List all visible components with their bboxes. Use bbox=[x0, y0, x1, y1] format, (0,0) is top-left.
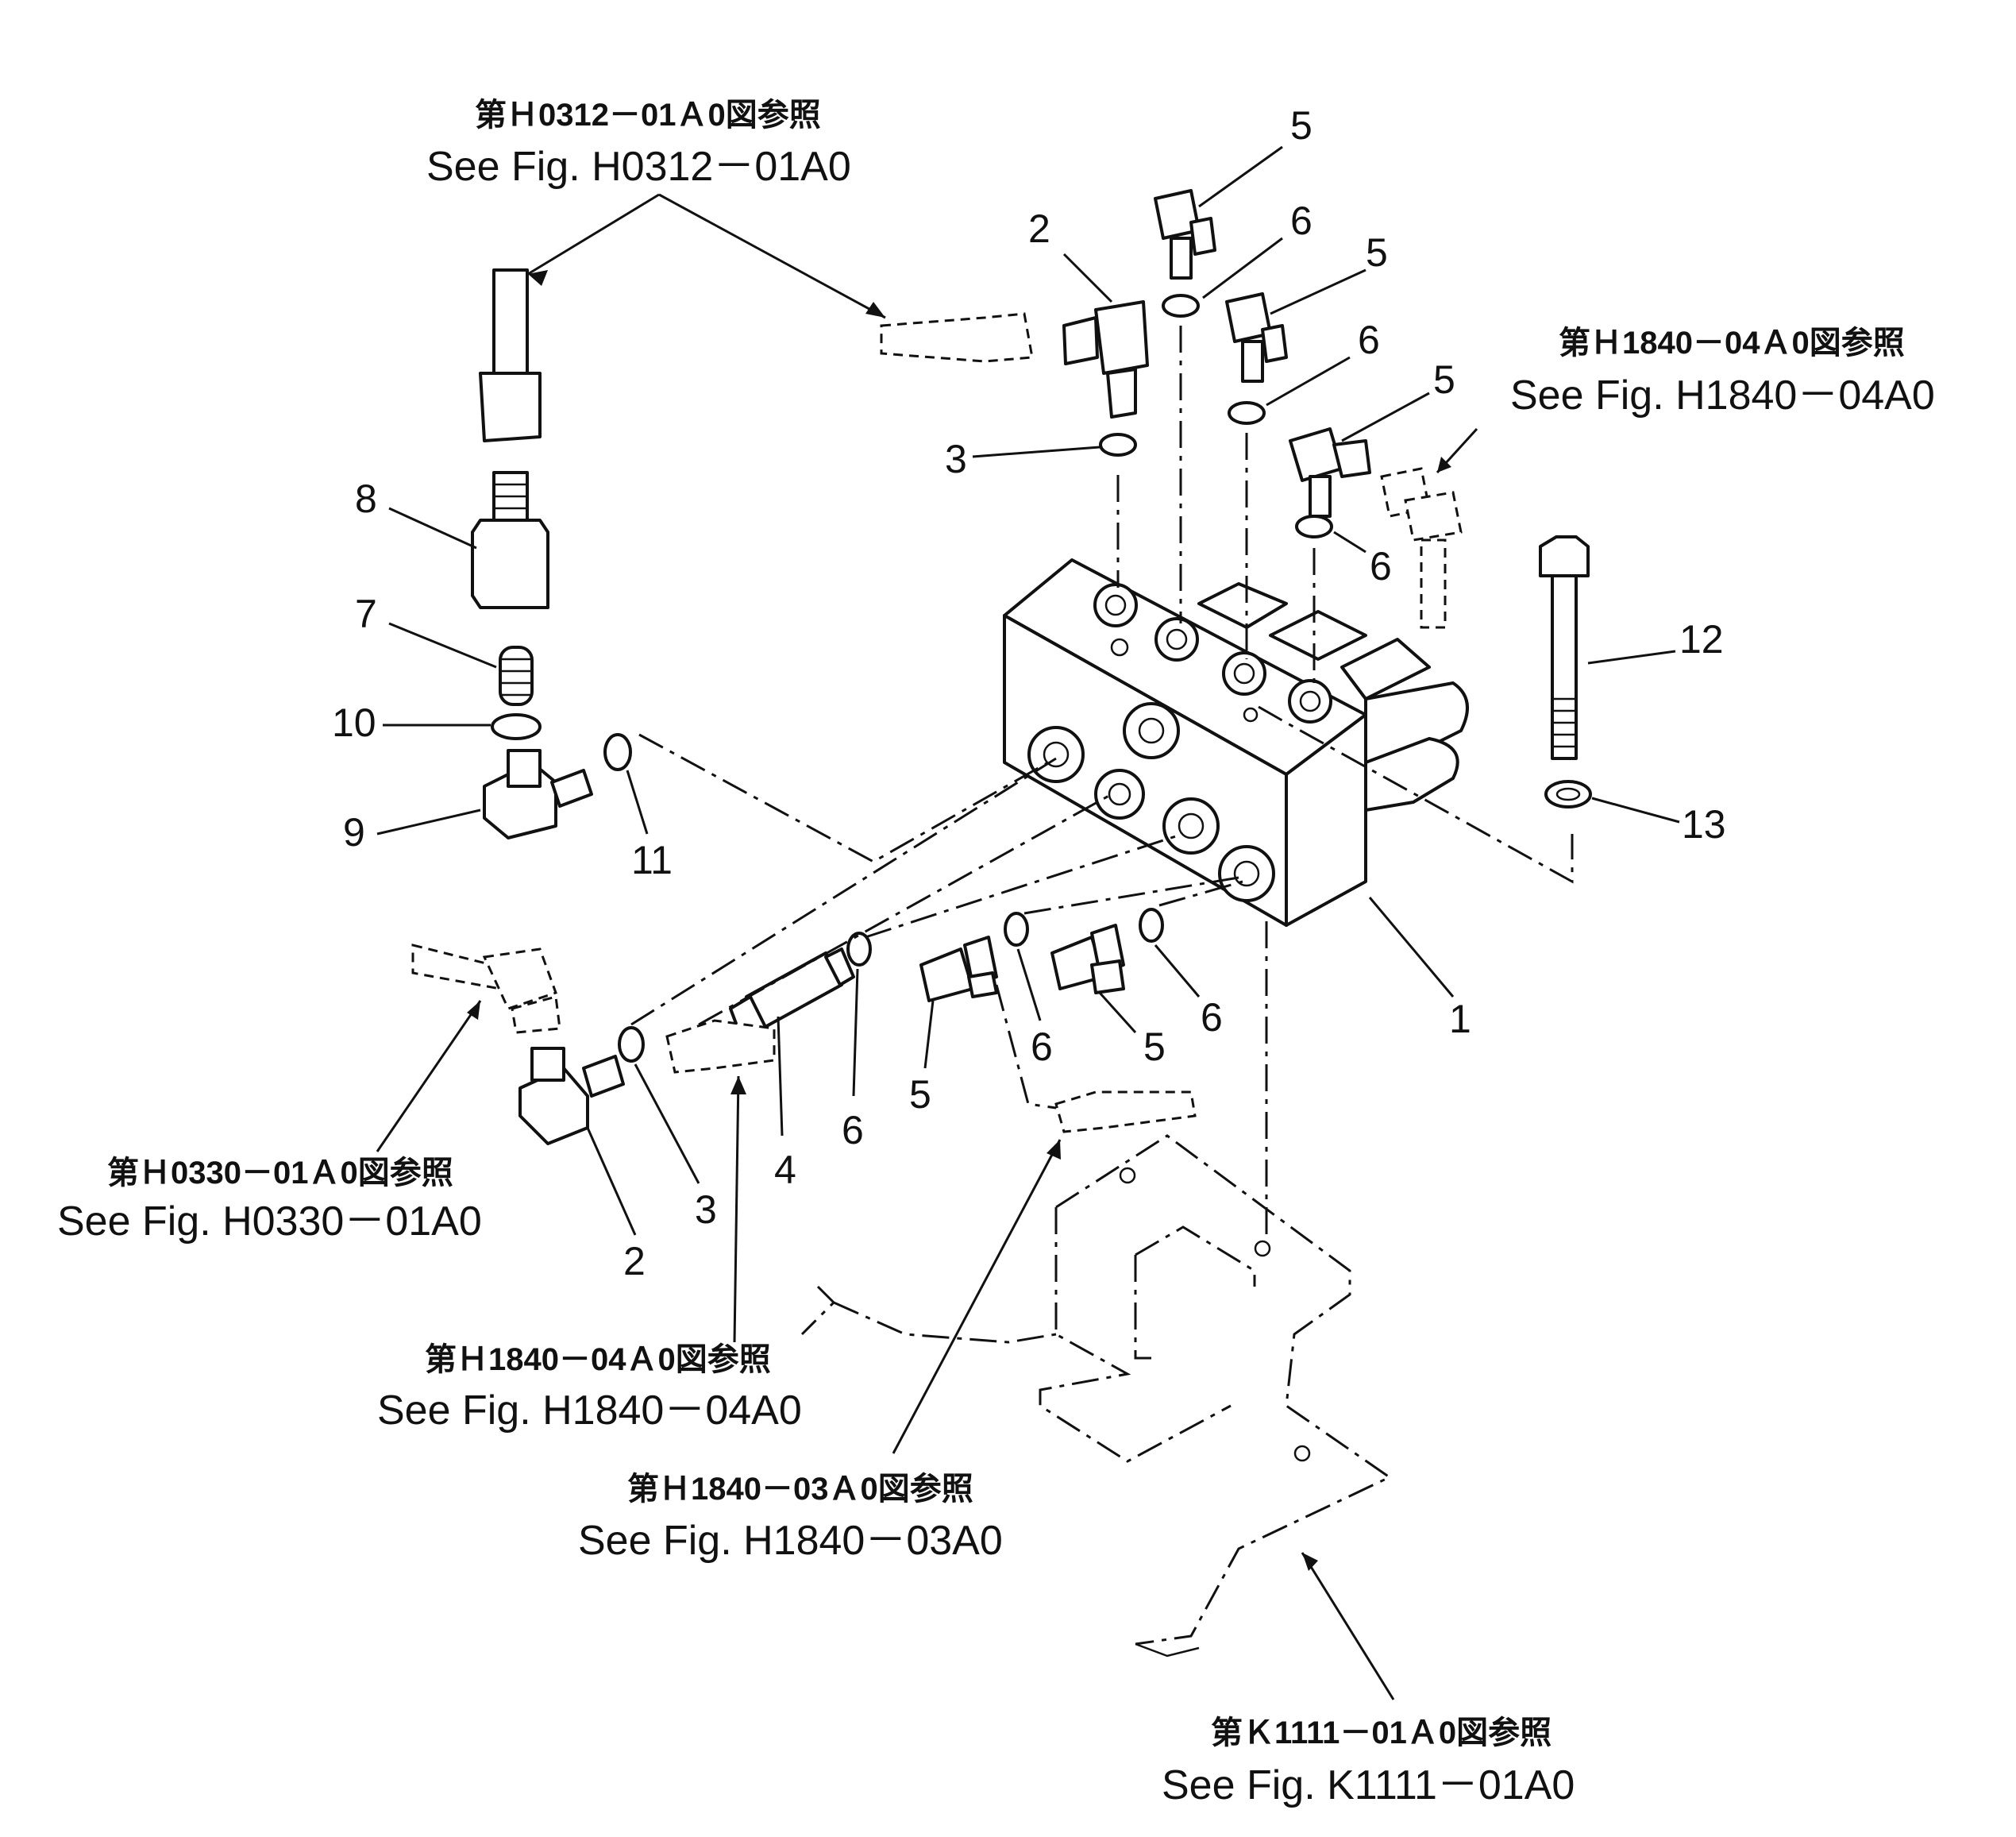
o-ring-6-e bbox=[1004, 912, 1029, 947]
hose-top-middle bbox=[880, 312, 1034, 363]
callout-12: 12 bbox=[1679, 617, 1724, 662]
callout-9: 9 bbox=[343, 810, 365, 855]
ref-h1840-04-lower-ja: 第Ｈ1840－04Ａ0図参照 bbox=[425, 1342, 771, 1377]
callout-13: 13 bbox=[1682, 802, 1726, 847]
elbow-5-c bbox=[1289, 427, 1371, 518]
callout-10: 10 bbox=[332, 700, 376, 745]
callout-7: 7 bbox=[355, 592, 377, 636]
mounting-bracket bbox=[800, 1134, 1392, 1658]
callout-6: 6 bbox=[1201, 995, 1223, 1040]
ref-h1840-03-ja: 第Ｈ1840－03Ａ0図参照 bbox=[627, 1472, 973, 1507]
callout-6: 6 bbox=[1031, 1025, 1053, 1069]
arrow-head bbox=[528, 270, 548, 286]
callout-4: 4 bbox=[774, 1148, 796, 1192]
o-ring-6-f bbox=[1139, 908, 1164, 943]
ref-h1840-04-lower-en: See Fig. H1840－04A0 bbox=[377, 1387, 802, 1434]
elbow-5-b bbox=[1225, 292, 1288, 383]
callout-5: 5 bbox=[1433, 357, 1455, 402]
o-ring-6-a bbox=[1162, 294, 1200, 318]
elbow-9 bbox=[483, 749, 593, 839]
ref-h0312-en: See Fig. H0312－01A0 bbox=[426, 144, 851, 190]
callout-1: 1 bbox=[1449, 997, 1471, 1041]
callout-2: 2 bbox=[1028, 206, 1050, 251]
callout-5: 5 bbox=[1290, 103, 1313, 148]
arrow-head bbox=[730, 1076, 746, 1094]
fitting-8 bbox=[471, 471, 549, 609]
callout-3: 3 bbox=[945, 437, 967, 481]
washer-13 bbox=[1544, 780, 1592, 809]
arrow-head bbox=[467, 1001, 480, 1020]
o-ring-11 bbox=[603, 733, 632, 771]
ref-h0312-ja: 第Ｈ0312－01Ａ0図参照 bbox=[475, 98, 821, 133]
adapter-2-top bbox=[1062, 300, 1149, 419]
callout-8: 8 bbox=[355, 477, 377, 521]
elbow-5-d bbox=[919, 936, 998, 1002]
ref-h1840-04-top-ja: 第Ｈ1840－04Ａ0図参照 bbox=[1559, 326, 1905, 361]
callout-3: 3 bbox=[695, 1187, 717, 1232]
ref-k1111-ja: 第Ｋ1111－01Ａ0図参照 bbox=[1211, 1715, 1552, 1750]
o-ring-3-lower bbox=[618, 1026, 645, 1063]
reference-labels: 第Ｈ0312－01Ａ0図参照 See Fig. H0312－01A0 第Ｈ184… bbox=[57, 98, 1935, 1808]
callout-6: 6 bbox=[842, 1108, 864, 1152]
callout-2: 2 bbox=[623, 1239, 646, 1283]
elbow-5-e bbox=[1050, 924, 1125, 994]
ref-h0330-ja: 第Ｈ0330－01Ａ0図参照 bbox=[107, 1156, 453, 1191]
o-ring-6-b bbox=[1228, 401, 1266, 425]
hose-right bbox=[1380, 467, 1463, 629]
spring-7 bbox=[499, 646, 534, 706]
bolt-12 bbox=[1539, 535, 1590, 760]
bracket-hole bbox=[1293, 1445, 1311, 1462]
callout-11: 11 bbox=[631, 838, 673, 882]
callout-6: 6 bbox=[1370, 544, 1392, 589]
ref-k1111-en: See Fig. K1111－01A0 bbox=[1162, 1762, 1575, 1808]
arrow-head bbox=[865, 302, 885, 318]
hose-lower-middle bbox=[665, 1019, 776, 1074]
ref-h1840-04-top-en: See Fig. H1840－04A0 bbox=[1510, 372, 1935, 419]
callout-numbers: 1 2 2 3 3 4 5 5 5 5 5 6 6 6 6 6 6 7 8 9 … bbox=[332, 103, 1726, 1283]
ref-h0330-en: See Fig. H0330－01A0 bbox=[57, 1198, 482, 1245]
leader-lines bbox=[376, 145, 1680, 1700]
hose-lower-left bbox=[411, 944, 561, 1034]
arrow-heads bbox=[467, 270, 1451, 1571]
callout-5: 5 bbox=[1143, 1025, 1166, 1069]
bracket-hole bbox=[1119, 1167, 1136, 1184]
ref-h1840-03-en: See Fig. H1840－03A0 bbox=[578, 1518, 1003, 1564]
hose-top-left bbox=[479, 268, 542, 442]
bracket-hole bbox=[1254, 1240, 1271, 1257]
o-ring-10 bbox=[491, 713, 542, 740]
arrow-head bbox=[1047, 1140, 1061, 1160]
elbow-5-a bbox=[1154, 189, 1216, 280]
callout-5: 5 bbox=[909, 1072, 931, 1117]
arrow-head bbox=[1437, 457, 1451, 473]
o-ring-3-top bbox=[1099, 433, 1137, 457]
adapter-2-lower bbox=[518, 1047, 625, 1145]
arrow-head bbox=[1302, 1553, 1318, 1571]
o-ring-6-c bbox=[1295, 515, 1333, 538]
valve-block bbox=[1003, 558, 1469, 927]
callout-6: 6 bbox=[1290, 199, 1313, 243]
hose-lower-right bbox=[1054, 1090, 1197, 1133]
callout-5: 5 bbox=[1366, 230, 1388, 275]
o-ring-6-d bbox=[846, 932, 872, 967]
washer-13-hole bbox=[1555, 787, 1581, 801]
callout-6: 6 bbox=[1358, 318, 1380, 362]
